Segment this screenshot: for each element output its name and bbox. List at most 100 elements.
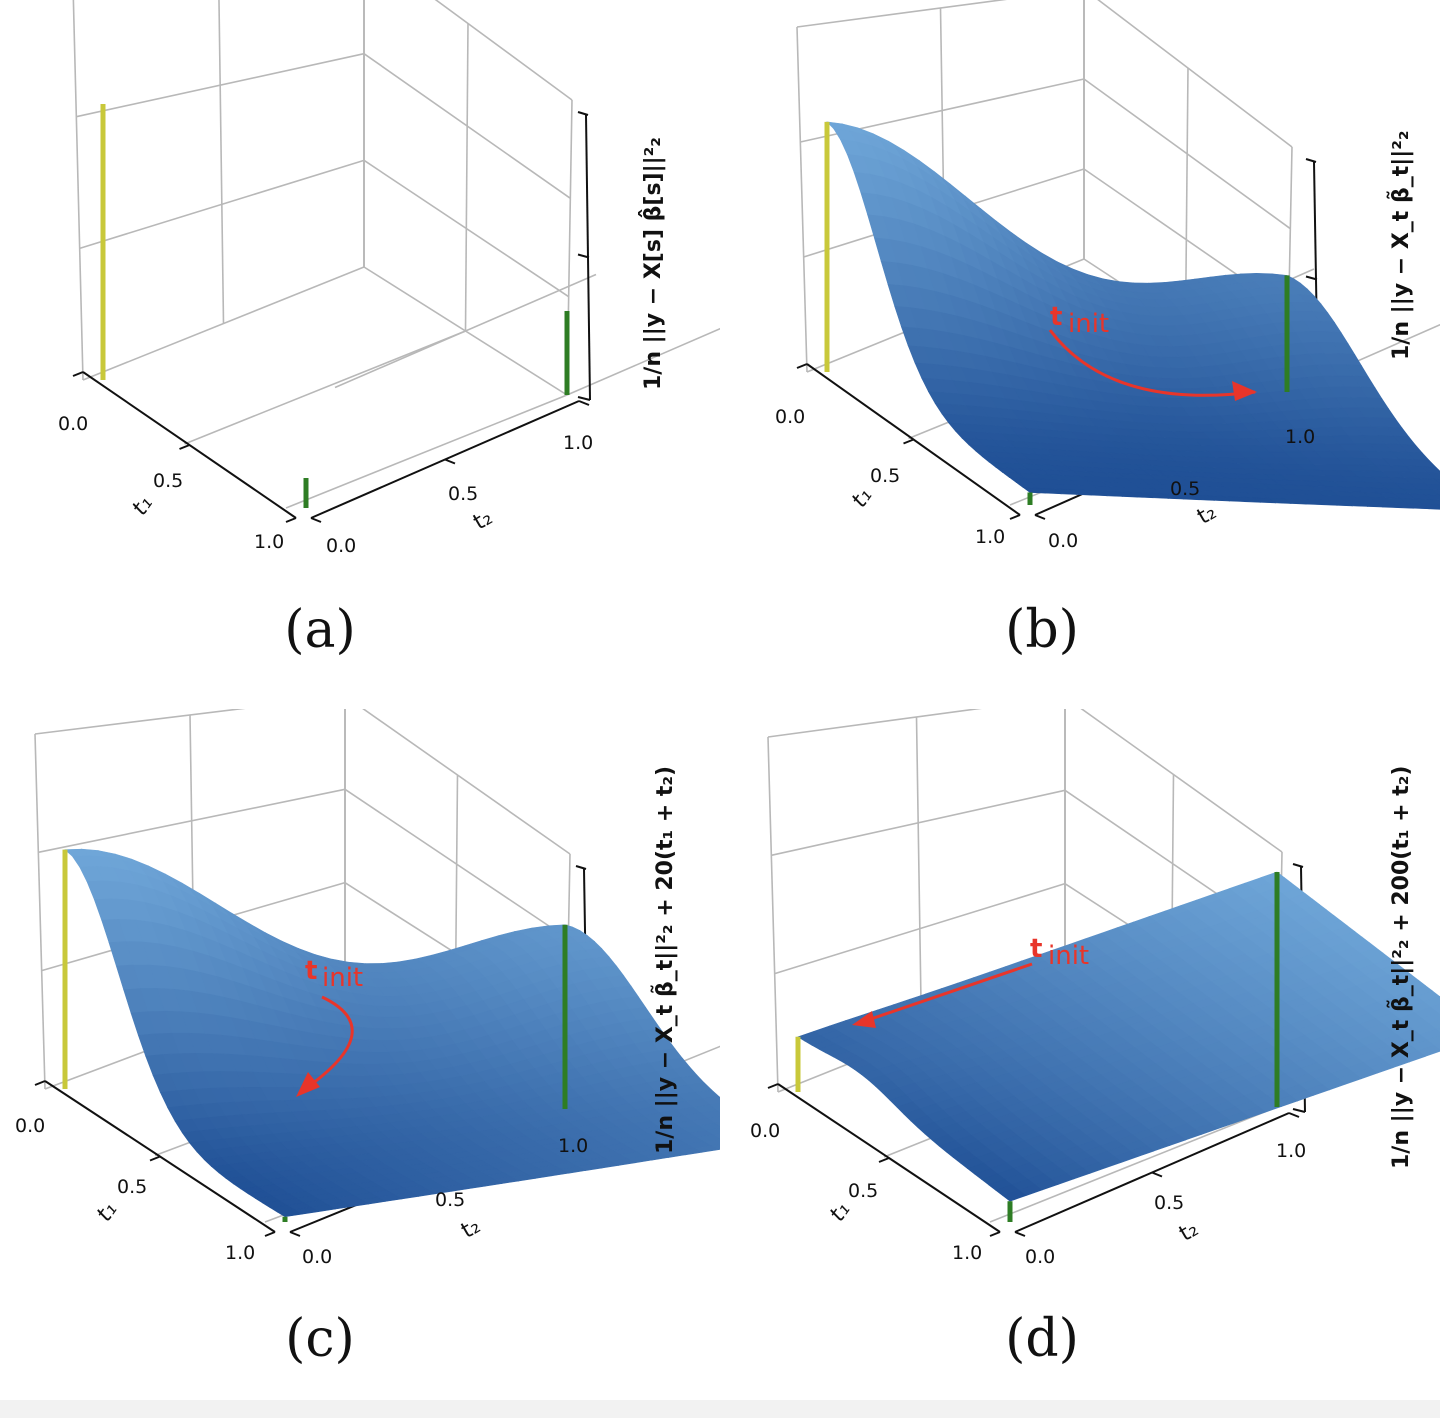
z-tick-mark xyxy=(1305,275,1318,281)
t2-tick-mark xyxy=(1151,1171,1163,1178)
t1-tick-mark xyxy=(285,517,297,523)
y-axis-label: t₂ xyxy=(457,1213,485,1243)
t1-tick-mark xyxy=(179,444,190,450)
panel-c-bars xyxy=(62,849,568,1222)
panel-a-plot: 0.0 0.5 1.0 0.0 0.5 1.0 t₁ t₂ 1/n ||y − … xyxy=(58,0,720,557)
z-tick-mark xyxy=(1292,863,1304,868)
y-tick-1: 0.5 xyxy=(1170,478,1200,500)
t1-tick-mark xyxy=(796,363,808,369)
t1-tick-mark xyxy=(878,1157,890,1163)
y-axis-label: t₂ xyxy=(469,505,497,535)
y-tick-0: 0.0 xyxy=(326,535,356,557)
x-tick-1: 0.5 xyxy=(848,1180,878,1202)
t1-tick-mark xyxy=(34,1080,46,1086)
y-tick-0: 0.0 xyxy=(1025,1246,1055,1268)
panel-b-surface xyxy=(826,121,1440,510)
x-tick-2: 1.0 xyxy=(975,526,1005,548)
grid-line xyxy=(363,53,571,199)
panel-d-plot: t init 0.0 0.5 1.0 0.0 0.5 1.0 t₁ t₂ 1/n… xyxy=(750,709,1440,1268)
y-tick-1: 0.5 xyxy=(435,1189,465,1211)
panel-d-bars xyxy=(795,871,1280,1222)
grid-line xyxy=(1083,78,1291,230)
panel-caption: (d) xyxy=(1005,1309,1079,1369)
surface-facet xyxy=(1002,1189,1027,1202)
grid-line xyxy=(771,789,1066,857)
t1-tick-mark xyxy=(149,1155,161,1162)
panel-d-surface xyxy=(797,871,1440,1202)
x-tick-1: 0.5 xyxy=(153,470,183,492)
panel-c-plot: t init 0.0 0.5 1.0 0.0 0.5 1.0 t₁ t₂ 1/n… xyxy=(15,709,720,1268)
x-tick-1: 0.5 xyxy=(870,465,900,487)
panel-caption: (b) xyxy=(1005,600,1079,660)
annotation-t: t xyxy=(305,956,317,986)
z-tick-mark xyxy=(577,253,590,259)
panel-a-grid xyxy=(72,0,720,523)
z-axis-label-text: 1/n ||y − X_t β̃_t||²₂ xyxy=(1387,130,1414,360)
grid-line xyxy=(796,26,808,373)
t1-tick-mark xyxy=(1009,514,1021,520)
panel-b-annotation: t init xyxy=(1048,302,1257,401)
panel-a-bars xyxy=(100,104,570,508)
annotation-t: t xyxy=(1050,302,1062,332)
x-tick-2: 1.0 xyxy=(254,531,284,553)
panel-a: 0.0 0.5 1.0 0.0 0.5 1.0 t₁ t₂ 1/n ||y − … xyxy=(0,0,720,709)
annotation-sub: init xyxy=(322,963,363,993)
z-axis-label: 1/n ||y − X_t β̃_t||²₂ + 20(t₁ + t₂) xyxy=(651,766,678,1154)
grid-line xyxy=(344,788,569,940)
annotation-sub: init xyxy=(1048,941,1089,971)
y-tick-2: 1.0 xyxy=(558,1135,588,1157)
panel-caption: (c) xyxy=(285,1309,355,1369)
y-tick-1: 0.5 xyxy=(448,483,478,505)
y-tick-2: 1.0 xyxy=(1276,1140,1306,1162)
t1-tick-mark xyxy=(264,1231,276,1237)
descent-path-arrow xyxy=(304,995,354,1091)
y-tick-0: 0.0 xyxy=(302,1246,332,1268)
t2-tick-mark xyxy=(1014,1231,1026,1237)
x-axis-label: t₁ xyxy=(127,492,157,521)
z-tick-mark xyxy=(577,396,591,401)
t2-tick-mark xyxy=(1034,514,1046,520)
t1-tick-mark xyxy=(989,1231,1001,1237)
z-axis-label: 1/n ||y − X_t β̃_t||²₂ + 200(t₁ + t₂) xyxy=(1387,766,1414,1169)
panel-c: t init 0.0 0.5 1.0 0.0 0.5 1.0 t₁ t₂ 1/n… xyxy=(0,709,720,1418)
grid-line xyxy=(363,159,570,298)
panel-b-plot: t init 0.0 0.5 1.0 0.0 0.5 1.0 t₁ t₂ 1/n… xyxy=(775,0,1440,552)
z-axis-label: 1/n ||y − X[s] β̂[s]||²₂ xyxy=(639,137,666,390)
grid-line xyxy=(184,330,466,445)
surface-facet xyxy=(276,1209,303,1218)
annotation-t: t xyxy=(1030,934,1042,964)
z-tick-mark xyxy=(575,865,587,870)
x-axis-label: t₁ xyxy=(92,1198,122,1227)
grid-line xyxy=(218,0,225,324)
x-tick-0: 0.0 xyxy=(58,413,88,435)
y-tick-2: 1.0 xyxy=(563,432,593,454)
x-tick-0: 0.0 xyxy=(15,1115,45,1137)
surface-facet xyxy=(1022,487,1047,494)
panel-d-axes: 0.0 0.5 1.0 0.0 0.5 1.0 t₁ t₂ 1/n ||y − … xyxy=(750,766,1414,1268)
z-tick-mark xyxy=(1305,158,1317,163)
t2-tick-mark xyxy=(578,400,590,406)
t1-tick-mark xyxy=(767,1083,779,1089)
x-tick-0: 0.0 xyxy=(775,406,805,428)
arrow-head xyxy=(1232,381,1257,401)
y-tick-0: 0.0 xyxy=(1048,530,1078,552)
arrow-head xyxy=(852,1011,876,1028)
t2-tick-mark xyxy=(289,1231,301,1237)
grid-line xyxy=(915,716,923,1035)
t1-tick-mark xyxy=(903,438,914,445)
x-tick-1: 0.5 xyxy=(117,1176,147,1198)
grid-line xyxy=(285,394,568,509)
t2-tick-mark xyxy=(310,517,322,523)
panel-a-axes: 0.0 0.5 1.0 0.0 0.5 1.0 t₁ t₂ 1/n ||y − … xyxy=(58,137,666,557)
panel-b-bars xyxy=(824,121,1290,505)
bottom-bar xyxy=(0,1400,1440,1418)
panel-b: t init 0.0 0.5 1.0 0.0 0.5 1.0 t₁ t₂ 1/n… xyxy=(720,0,1440,709)
x-tick-2: 1.0 xyxy=(952,1242,982,1264)
x-axis-label: t₁ xyxy=(825,1198,855,1227)
descent-path-arrow xyxy=(1048,329,1256,397)
panel-caption: (a) xyxy=(284,600,356,660)
arrow-head xyxy=(296,1072,320,1097)
t2-tick-mark xyxy=(1288,1112,1300,1118)
panel-d-annotation: t init xyxy=(852,934,1089,1028)
grid-line xyxy=(79,159,365,250)
